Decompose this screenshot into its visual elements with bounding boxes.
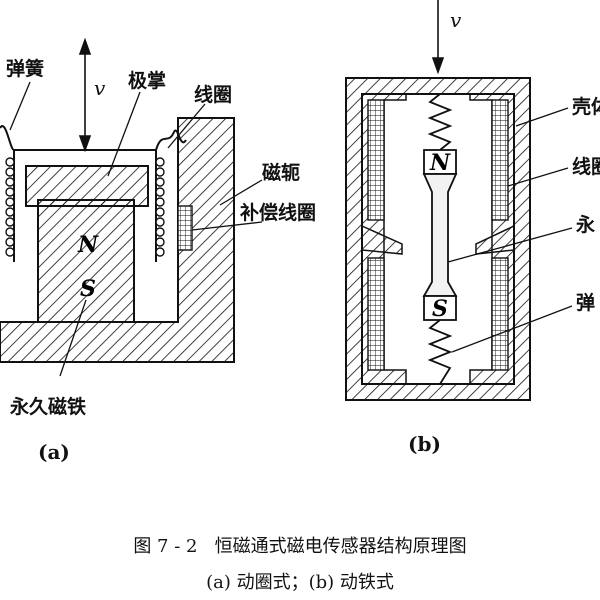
pole-shoe-a (25, 165, 149, 207)
spring-lower-b (427, 319, 453, 385)
spring-upper-b (427, 93, 453, 151)
coil-windings-left-a (5, 157, 15, 257)
spring-left-a (0, 125, 15, 151)
magnet-rod-b (422, 173, 458, 297)
velocity-arrow-b (431, 0, 445, 75)
coil-left-lower-b (367, 257, 385, 371)
label-comp-coil-a: 补偿线圈 (240, 202, 317, 224)
label-magnet-b: 永 (576, 214, 596, 236)
label-pole-shoe-a: 极掌 (128, 70, 167, 92)
subfigure-label-a: (a) (38, 440, 70, 464)
coil-right-upper-b (491, 99, 509, 221)
figure-subcaption: (a) 动圈式；(b) 动铁式 (206, 572, 394, 593)
pole-n-a: N (77, 232, 99, 258)
label-coil-b: 线圈 (572, 156, 600, 178)
coil-windings-right-a (155, 157, 165, 257)
subfigure-label-b: (b) (408, 432, 441, 456)
pole-s-a: S (80, 276, 96, 302)
magnet-s-block-b (423, 295, 457, 321)
label-spring-b: 弹 (576, 292, 596, 314)
leaders-a (9, 81, 263, 377)
coil-right-lower-b (491, 257, 509, 371)
diagram-b: N S (345, 0, 573, 401)
label-magnet-a: 永久磁铁 (10, 396, 87, 418)
label-spring-a: 弹簧 (6, 58, 45, 80)
label-yoke-a: 磁轭 (262, 162, 301, 184)
label-velocity-a: v (94, 76, 106, 100)
label-velocity-b: v (450, 8, 462, 32)
spring-right-a (155, 129, 187, 151)
diagram-a: N S (0, 37, 263, 377)
pole-n-b: N (429, 150, 451, 176)
velocity-arrow-a (78, 37, 92, 153)
coil-left-upper-b (367, 99, 385, 221)
leaders-b (447, 107, 573, 353)
pole-s-b: S (432, 296, 448, 322)
figure-caption: 图 7 - 2 恒磁通式磁电传感器结构原理图 (133, 536, 467, 557)
label-shell-b: 壳体 (572, 96, 600, 118)
label-coil-a: 线圈 (194, 84, 233, 106)
permanent-magnet-a (37, 199, 135, 323)
compensation-coil-a (177, 205, 193, 251)
